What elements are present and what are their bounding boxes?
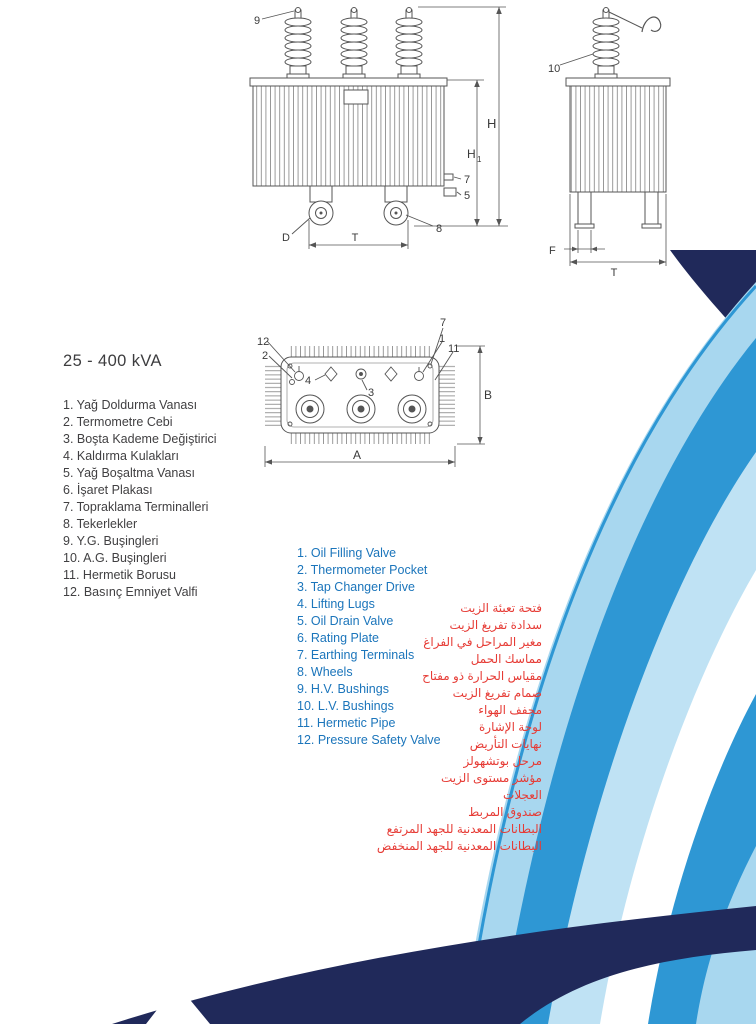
swoosh-bottom-navy-band xyxy=(112,906,756,1024)
arabic-list-item: نهايات التأريض xyxy=(469,737,542,751)
arabic-list-item: لوحة الإشارة xyxy=(478,720,542,734)
arabic-list-item: مماسك الحمل xyxy=(470,652,542,666)
turkish-list-item: 7. Topraklama Terminalleri xyxy=(63,500,209,514)
top-callout-3: 3 xyxy=(368,387,374,399)
arabic-list-item: صمام تفريغ الزيت xyxy=(452,686,542,700)
english-list-item: 2. Thermometer Pocket xyxy=(297,563,428,577)
front-callout-lines xyxy=(261,10,462,235)
front-dim-d-label: D xyxy=(282,232,290,244)
arabic-list-item: مقياس الحرارة ذو مفتاح xyxy=(422,669,542,683)
front-dim-h1-subscript: 1 xyxy=(477,155,482,164)
arabic-list-item: البطانات المعدنية للجهد المرتفع xyxy=(386,822,542,836)
front-callout-7: 7 xyxy=(464,174,470,186)
turkish-parts-list: 1. Yağ Doldurma Vanası 2. Termometre Cebi… xyxy=(63,397,217,601)
swoosh-blue-band-2 xyxy=(648,694,756,1024)
side-base-legs xyxy=(574,191,662,229)
top-dimension-lines xyxy=(264,345,485,467)
arabic-parts-list: فتحة تعبئة الزيت سدادة تفريغ الزيت مغير ال… xyxy=(350,600,542,855)
turkish-list-item: 3. Boşta Kademe Değiştirici xyxy=(63,432,217,446)
turkish-list-item: 12. Basınç Emniyet Valfi xyxy=(63,585,198,599)
top-fin-combs xyxy=(265,346,455,444)
top-callout-12: 12 xyxy=(257,336,269,348)
english-list-item: 5. Oil Drain Valve xyxy=(297,614,394,628)
top-dim-a-label: A xyxy=(353,448,361,462)
side-tank-body xyxy=(569,85,667,193)
top-callout-2: 2 xyxy=(262,350,268,362)
top-callout-1: 1 xyxy=(439,333,445,345)
side-horn-bracket xyxy=(608,11,643,29)
side-dim-f-label: F xyxy=(549,245,556,257)
top-callout-7: 7 xyxy=(440,317,446,329)
front-tank-lid xyxy=(249,77,448,87)
top-dim-b-label: B xyxy=(484,388,492,402)
side-hv-bushing xyxy=(592,7,620,81)
arabic-list-item: مغير المراحل في الفراغ xyxy=(423,635,542,649)
turkish-list-item: 4. Kaldırma Kulakları xyxy=(63,449,180,463)
side-callout-10: 10 xyxy=(548,63,560,75)
front-dimension-arrows xyxy=(309,7,502,248)
english-list-item: 1. Oil Filling Valve xyxy=(297,546,397,560)
front-dim-h1-label: H xyxy=(467,147,476,161)
turkish-list-item: 1. Yağ Doldurma Vanası xyxy=(63,398,198,412)
swoosh-white-band xyxy=(600,570,756,1024)
top-lid-inner-outline xyxy=(286,362,434,428)
side-dim-t-label: T xyxy=(611,267,618,279)
turkish-list-item: 10. A.G. Buşingleri xyxy=(63,551,167,565)
arabic-list-item: صندوق المربط xyxy=(468,805,542,819)
turkish-list-item: 8. Tekerlekler xyxy=(63,517,138,531)
side-callout-line-10 xyxy=(559,53,594,66)
page-title: 25 - 400 kVA xyxy=(63,352,162,370)
front-hv-bushings xyxy=(284,7,423,81)
turkish-list-item: 2. Termometre Cebi xyxy=(63,415,173,429)
arabic-list-item: سدادة تفريغ الزيت xyxy=(449,618,542,632)
turkish-list-item: 6. İşaret Plakası xyxy=(63,483,153,497)
arabic-list-item: العجلات xyxy=(503,788,542,802)
swoosh-white-notch xyxy=(146,984,210,1024)
front-earthing-terminal xyxy=(443,173,454,181)
top-lid-fittings xyxy=(287,363,433,427)
front-dimension-lines xyxy=(308,6,508,249)
top-callout-4: 4 xyxy=(305,375,311,387)
swoosh-pale-band-2 xyxy=(548,452,756,1024)
english-list-item: 12. Pressure Safety Valve xyxy=(297,733,441,747)
front-drain-valve xyxy=(443,187,457,197)
english-list-item: 4. Lifting Lugs xyxy=(297,597,375,611)
top-dimension-arrows xyxy=(265,346,483,465)
english-list-item: 6. Rating Plate xyxy=(297,631,379,645)
turkish-list-item: 11. Hermetik Borusu xyxy=(63,568,177,582)
english-list-item: 9. H.V. Bushings xyxy=(297,682,389,696)
front-dim-h-label: H xyxy=(487,116,496,131)
english-list-item: 7. Earthing Terminals xyxy=(297,648,415,662)
arabic-list-item: مجفف الهواء xyxy=(478,703,542,717)
arabic-list-item: مرحل بوتشهولز xyxy=(463,754,542,768)
english-parts-list: 1. Oil Filling Valve 2. Thermometer Pocke… xyxy=(297,545,441,749)
top-bushing-circles xyxy=(295,394,427,424)
transformer-front-view-drawing: 9 7 5 8 D T H 1 H xyxy=(249,6,508,249)
front-wheels xyxy=(308,200,409,226)
transformer-side-view-drawing: 10 F T xyxy=(548,7,671,279)
turkish-list-item: 9. Y.G. Buşingleri xyxy=(63,534,159,548)
front-callout-8: 8 xyxy=(436,223,442,235)
side-arcing-horn xyxy=(641,16,662,33)
english-list-item: 8. Wheels xyxy=(297,665,353,679)
front-rating-plate xyxy=(343,89,369,105)
front-wheel-brackets xyxy=(309,186,408,203)
side-dimension-arrows xyxy=(570,246,666,265)
english-list-item: 3. Tap Changer Drive xyxy=(297,580,415,594)
top-callout-lines xyxy=(266,327,454,391)
arabic-list-item: مؤشر مستوى الزيت xyxy=(440,771,542,785)
arabic-list-item: فتحة تعبئة الزيت xyxy=(460,601,542,615)
top-callout-11: 11 xyxy=(448,343,459,355)
english-list-item: 11. Hermetic Pipe xyxy=(297,716,396,730)
side-tank-lid xyxy=(565,77,671,87)
transformer-top-view-drawing: 12 2 4 3 7 1 11 B A xyxy=(257,317,492,467)
front-dim-t-label: T xyxy=(352,232,359,244)
swoosh-pale-corner xyxy=(696,846,756,1024)
english-list-item: 10. L.V. Bushings xyxy=(297,699,394,713)
front-callout-9: 9 xyxy=(254,15,260,27)
side-dimension-lines xyxy=(564,194,667,266)
turkish-list-item: 5. Yağ Boşaltma Vanası xyxy=(63,466,196,480)
front-callout-5: 5 xyxy=(464,190,470,202)
arabic-list-item: البطانات المعدنية للجهد المنخفض xyxy=(376,839,542,853)
